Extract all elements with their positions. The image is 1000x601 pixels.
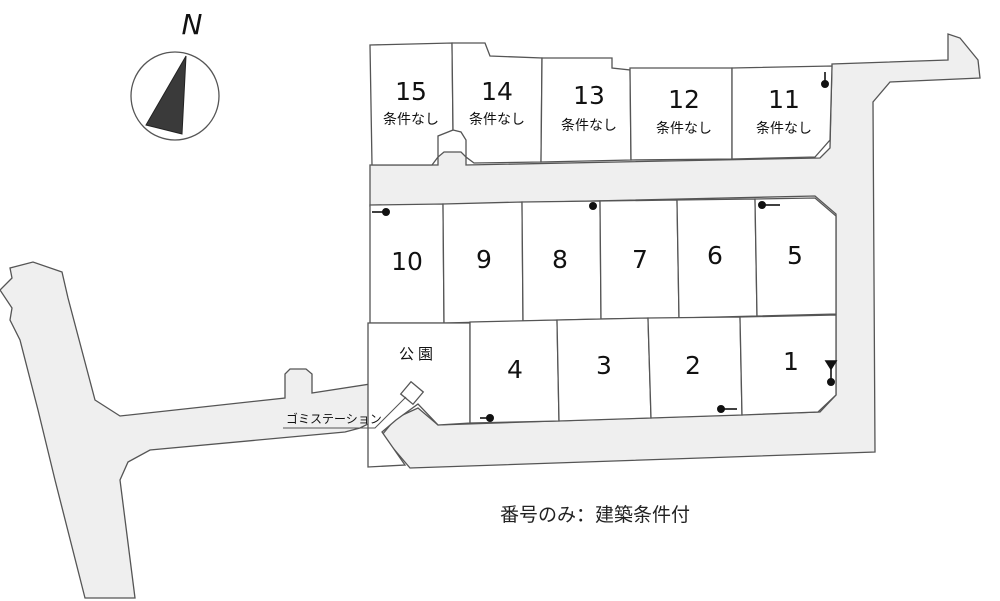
- upper-road: [369, 33, 981, 469]
- lot-15-condition: 条件なし: [383, 111, 439, 128]
- lot-2-number: 2: [685, 351, 701, 380]
- garbage-leader-line: [283, 396, 407, 429]
- lot-13: [540, 57, 632, 163]
- lot-1: [739, 314, 837, 416]
- entrance-marker-1: [824, 360, 838, 386]
- lot-13-number: 13: [573, 81, 605, 110]
- entrance-marker-4: [480, 413, 494, 422]
- lot-14-number: 14: [481, 77, 513, 106]
- lot-11: [731, 65, 833, 160]
- north-label: N: [182, 8, 203, 41]
- entrance-markers: [372, 72, 838, 422]
- lot-4-number: 4: [507, 355, 523, 384]
- north-arrow-icon: [145, 55, 187, 135]
- lot-11-number: 11: [768, 85, 800, 114]
- garbage-station-box: [399, 380, 425, 406]
- lot-6-number: 6: [707, 241, 723, 270]
- lot-10-number: 10: [391, 247, 423, 276]
- lot-1-number: 1: [783, 347, 799, 376]
- lot-14-condition: 条件なし: [469, 111, 525, 128]
- lot-5: [754, 197, 837, 317]
- entrance-marker-10: [372, 208, 390, 217]
- legend-text: 番号のみ：建築条件付: [500, 504, 690, 526]
- entrance-marker-8: [588, 202, 597, 211]
- compass: N: [130, 8, 220, 141]
- garbage-station: ゴミステーション: [283, 380, 425, 429]
- lot-labels: 15 条件なし 14 条件なし 13 条件なし 12 条件なし 11 条件なし …: [383, 77, 812, 384]
- lot-5-number: 5: [787, 241, 803, 270]
- lot-7-number: 7: [632, 245, 648, 274]
- park-label: 公園: [399, 345, 437, 363]
- lot-12-condition: 条件なし: [656, 120, 712, 137]
- entrance-marker-11: [820, 72, 829, 89]
- garbage-station-label: ゴミステーション: [286, 411, 382, 426]
- lot-14: [451, 42, 543, 164]
- lot-15-number: 15: [395, 77, 427, 106]
- lower-road: [0, 261, 408, 599]
- lot-9-number: 9: [476, 245, 492, 274]
- lot-8-number: 8: [552, 245, 568, 274]
- entrance-marker-5: [757, 201, 780, 210]
- lot-12: [629, 67, 733, 161]
- middle-row-lots: [369, 197, 837, 324]
- lot-12-number: 12: [668, 85, 700, 114]
- lot-11-condition: 条件なし: [756, 120, 812, 137]
- lot-3-number: 3: [596, 351, 612, 380]
- lot-13-condition: 条件なし: [561, 117, 617, 134]
- entrance-marker-2: [716, 404, 737, 413]
- north-row-lots: [369, 42, 833, 166]
